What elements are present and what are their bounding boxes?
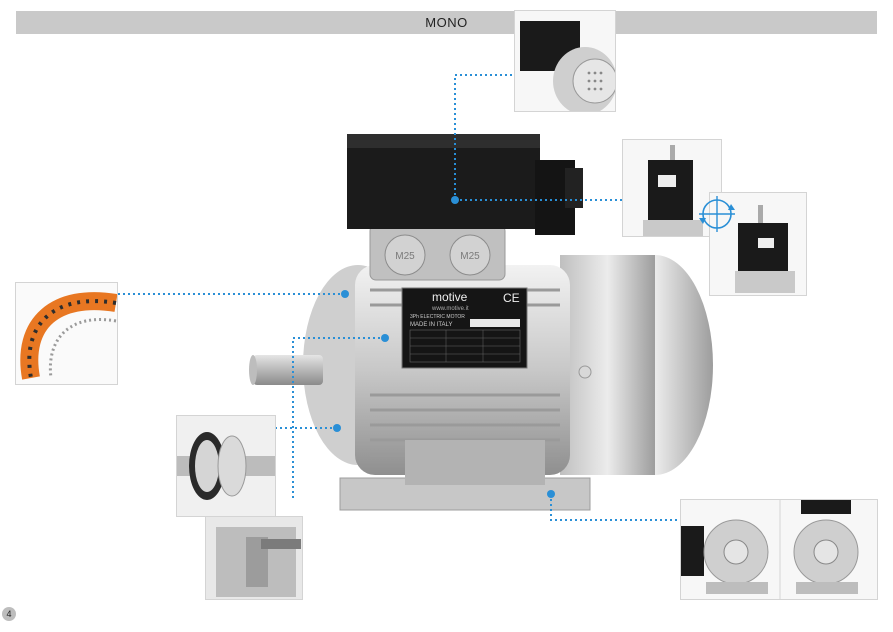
brand-website: www.motive.it [431, 306, 469, 312]
terminal-box [347, 134, 583, 235]
thumb-end-views [680, 499, 878, 600]
thumb-terminal-box-art [515, 11, 615, 111]
nameplate: motive www.motive.it CE 3Ph ELECTRIC MOT… [401, 287, 528, 369]
thumb-bearing-art [177, 416, 275, 516]
brand-logo-text: motive [432, 290, 468, 304]
thumb-winding-art [16, 283, 117, 384]
thumb-terminal-box [514, 10, 616, 112]
thumb-shaft-key [205, 516, 303, 600]
fan-cover [560, 255, 713, 475]
header-bar: MONO [16, 11, 877, 34]
thumb-winding [15, 282, 118, 385]
gland-left-label: M25 [395, 251, 415, 262]
terminal-box-base: M25 M25 [369, 224, 506, 281]
thumb-terminal-side-b [709, 192, 807, 296]
motor-shaft [249, 355, 323, 385]
nameplate-line1: 3Ph ELECTRIC MOTOR [410, 314, 465, 320]
page-title: MONO [425, 15, 468, 30]
leader-dots [333, 196, 555, 498]
thumb-bearing [176, 415, 276, 517]
ce-mark: CE [503, 291, 520, 305]
page-number: 4 [2, 607, 16, 621]
leader-lines [118, 74, 680, 521]
thumb-end-views-art [681, 500, 877, 599]
nameplate-line2: MADE IN ITALY [410, 322, 452, 328]
rotation-arrows-icon [699, 196, 735, 232]
gland-right-label: M25 [460, 251, 480, 262]
thumb-terminal-side-a [622, 139, 722, 237]
thumb-shaft-key-art [206, 517, 302, 599]
thumb-terminal-side-b-art [710, 193, 806, 295]
